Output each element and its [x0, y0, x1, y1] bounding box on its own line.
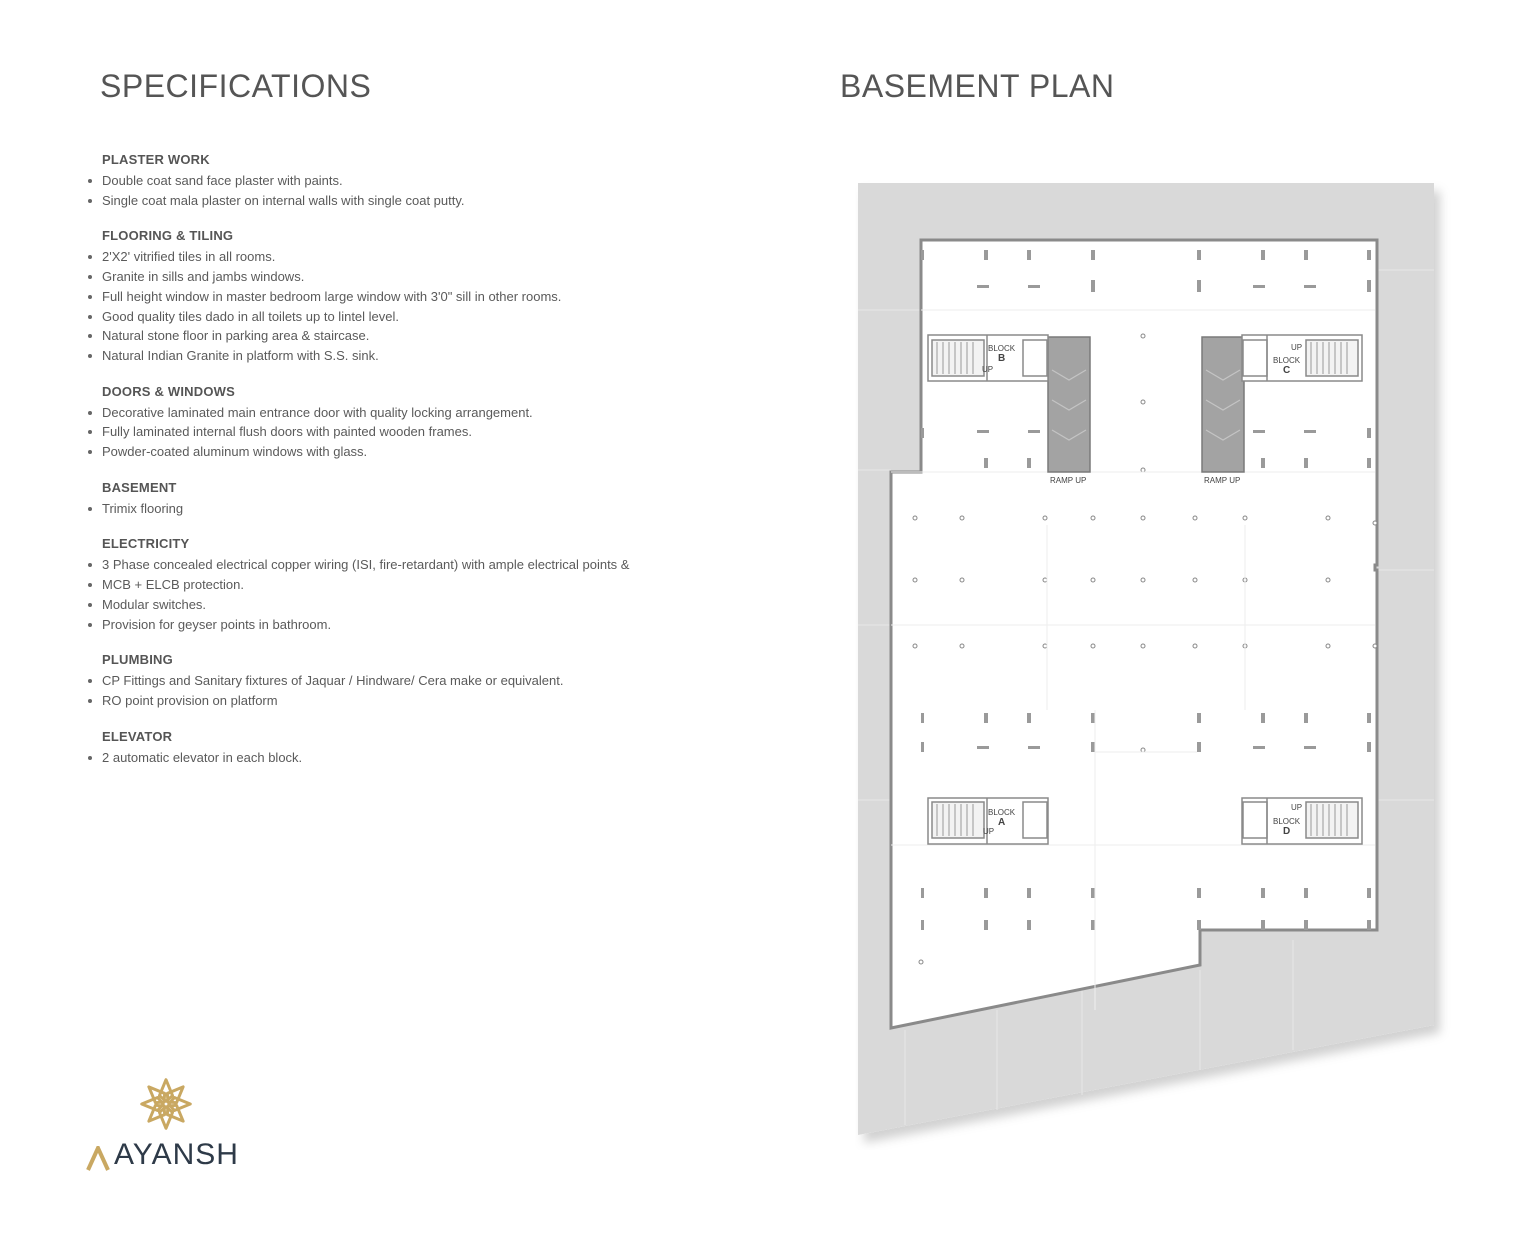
block-letter: D: [1282, 826, 1291, 837]
block-letter: B: [997, 353, 1006, 364]
spec-section-elevator: ELEVATOR 2 automatic elevator in each bl…: [88, 729, 788, 768]
block-word: BLOCK: [1273, 817, 1301, 826]
spec-section-title: DOORS & WINDOWS: [102, 383, 235, 399]
ramp-b: [1047, 336, 1091, 473]
up-label: UP: [982, 365, 994, 374]
block-word: BLOCK: [988, 808, 1016, 817]
spec-section-title: ELECTRICITY: [102, 536, 190, 552]
block-d-label: BLOCK D: [1273, 817, 1300, 837]
spec-section-flooring: FLOORING & TILING 2'X2' vitrified tiles …: [88, 228, 788, 365]
block-c-label: BLOCK C: [1273, 356, 1300, 376]
basement-plan-drawing: BLOCK B UP BLOCK C UP BLOCK A UP BLOCK D…: [855, 180, 1455, 1150]
spec-item: Natural Indian Granite in platform with …: [88, 346, 788, 366]
block-letter: A: [997, 817, 1006, 828]
spec-item: Single coat mala plaster on internal wal…: [88, 191, 788, 211]
core-c: [1241, 334, 1363, 382]
spec-item: Modular switches.: [88, 595, 788, 615]
spec-item: 3 Phase concealed electrical copper wiri…: [88, 555, 788, 575]
spec-section-plumbing: PLUMBING CP Fittings and Sanitary fixtur…: [88, 652, 788, 710]
specifications-heading: SPECIFICATIONS: [100, 68, 372, 104]
up-label: UP: [983, 827, 995, 836]
spec-item: Powder-coated aluminum windows with glas…: [88, 442, 788, 462]
round-columns: [912, 333, 1378, 965]
block-word: BLOCK: [988, 344, 1016, 353]
spec-section-electricity: ELECTRICITY 3 Phase concealed electrical…: [88, 536, 788, 634]
spec-item: 2'X2' vitrified tiles in all rooms.: [88, 247, 788, 267]
ramp-up-label-b: RAMP UP: [1050, 476, 1087, 485]
specifications-list: PLASTER WORK Double coat sand face plast…: [88, 152, 788, 785]
spec-item: Double coat sand face plaster with paint…: [88, 171, 788, 191]
ramp-c: [1201, 336, 1245, 473]
spec-item: 2 automatic elevator in each block.: [88, 748, 788, 768]
spec-item: Full height window in master bedroom lar…: [88, 287, 788, 307]
ramp-up-label-c: RAMP UP: [1204, 476, 1241, 485]
plan-svg: [858, 183, 1434, 1135]
block-word: BLOCK: [1273, 356, 1301, 365]
spec-section-title: PLUMBING: [102, 652, 173, 668]
ayansh-logo: AYANSH: [86, 1076, 256, 1176]
spec-section-basement: BASEMENT Trimix flooring: [88, 480, 788, 519]
column-markers: [921, 250, 1371, 930]
core-d: [1241, 797, 1363, 845]
spec-item: CP Fittings and Sanitary fixtures of Jaq…: [88, 671, 788, 691]
spec-section-title: FLOORING & TILING: [102, 228, 234, 244]
a-chevron-icon: [86, 1146, 110, 1171]
spec-section-plaster: PLASTER WORK Double coat sand face plast…: [88, 152, 788, 210]
interior-guides: [891, 309, 1375, 1010]
spec-section-title: PLASTER WORK: [102, 152, 210, 167]
block-b-label: BLOCK B: [988, 344, 1015, 364]
spec-section-doors-windows: DOORS & WINDOWS Decorative laminated mai…: [88, 384, 788, 462]
spec-section-title: BASEMENT: [102, 479, 177, 495]
up-label: UP: [1291, 803, 1303, 812]
star-mark-icon: [140, 1078, 192, 1130]
block-letter: C: [1282, 365, 1291, 376]
spec-item: Fully laminated internal flush doors wit…: [88, 422, 788, 442]
site-grid: [858, 269, 1434, 1125]
spec-item: RO point provision on platform: [88, 691, 788, 711]
block-a-label: BLOCK A: [988, 808, 1015, 828]
logo-text: AYANSH: [114, 1138, 239, 1171]
spec-section-title: ELEVATOR: [102, 728, 173, 744]
basement-plan-heading: BASEMENT PLAN: [840, 68, 1115, 104]
spec-item: Good quality tiles dado in all toilets u…: [88, 307, 788, 327]
spec-item: Natural stone floor in parking area & st…: [88, 326, 788, 346]
core-a: [927, 797, 1049, 845]
spec-item: Decorative laminated main entrance door …: [88, 403, 788, 423]
spec-item: Trimix flooring: [88, 499, 788, 519]
core-b: [927, 334, 1049, 382]
spec-item: Provision for geyser points in bathroom.: [88, 615, 788, 635]
spec-item: Granite in sills and jambs windows.: [88, 267, 788, 287]
spec-item: MCB + ELCB protection.: [88, 575, 788, 595]
up-label: UP: [1291, 343, 1303, 352]
